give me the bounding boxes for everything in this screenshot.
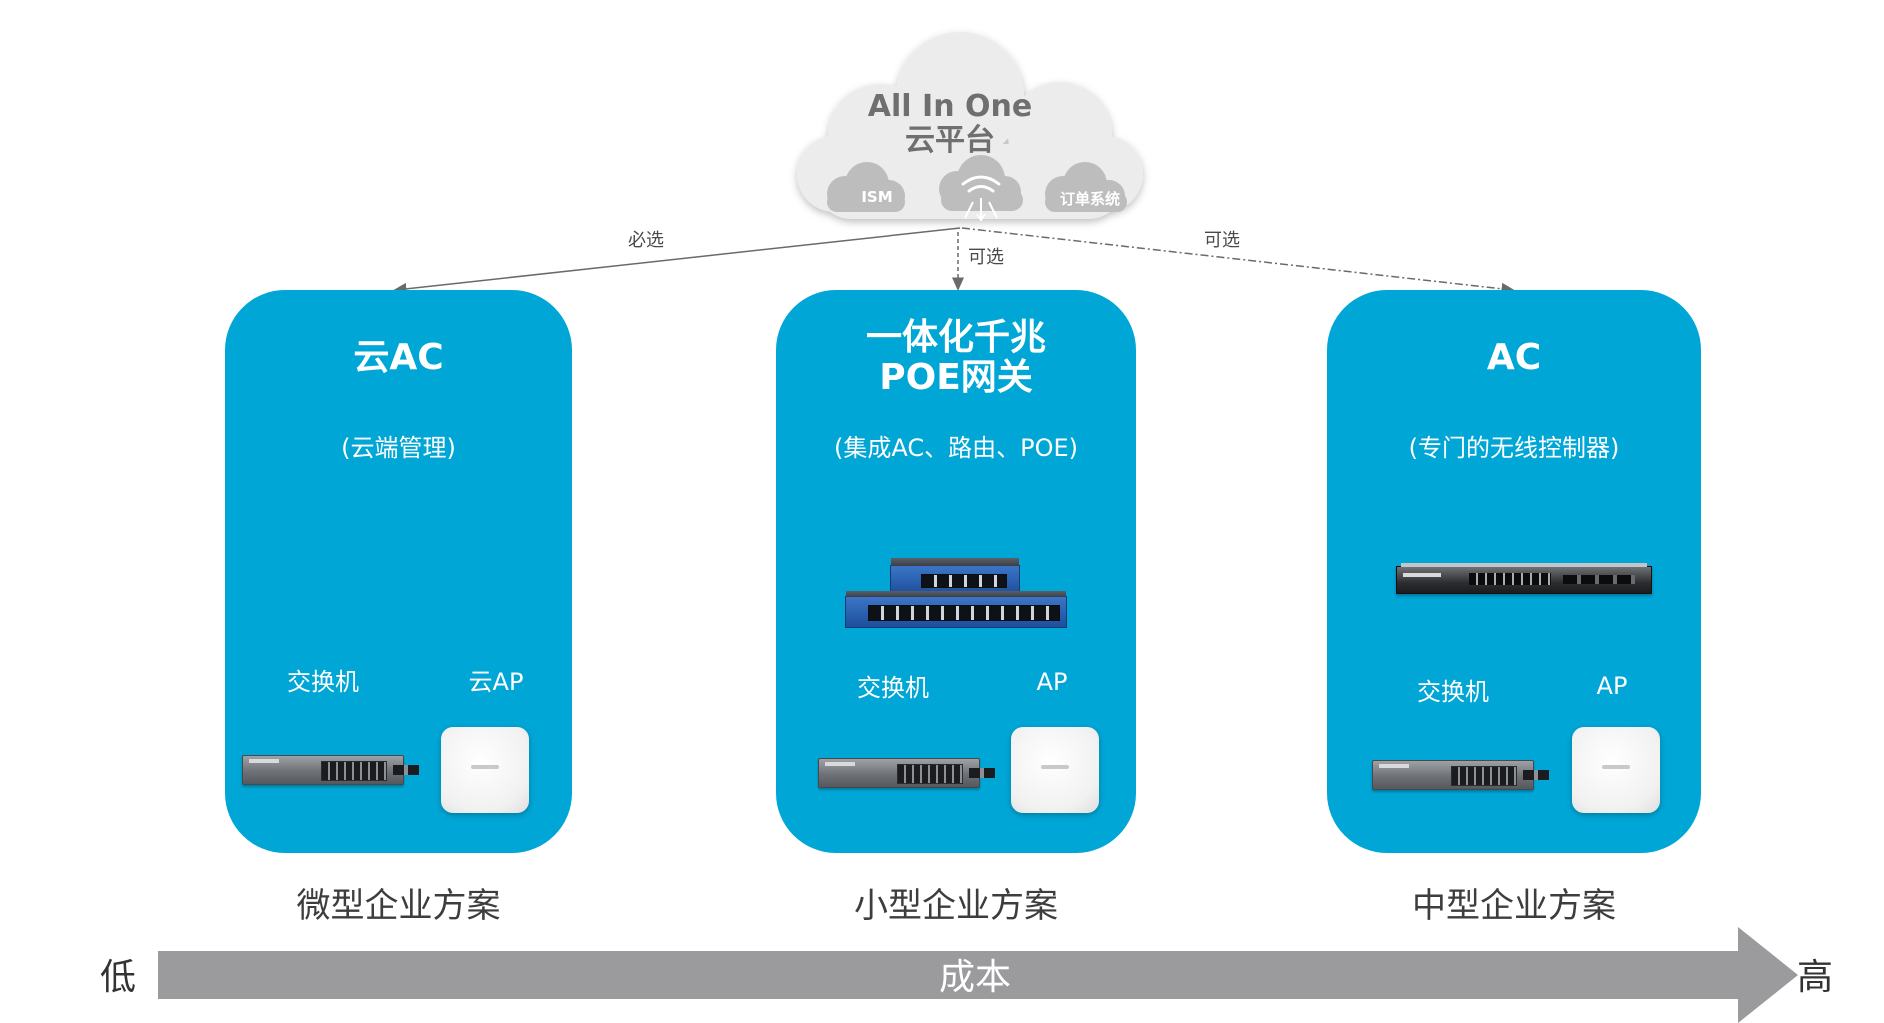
- card-poe-gateway-switch-label: 交换机: [857, 674, 929, 702]
- access-point-device: [1011, 727, 1099, 813]
- card-poe-gateway-title-line2: POE网关: [879, 357, 1033, 398]
- card-poe-gateway-title-line1: 一体化千兆: [865, 317, 1046, 358]
- cost-label: 成本: [938, 957, 1011, 998]
- connector-label-optional-right: 可选: [1204, 230, 1240, 251]
- card-cloud-ac-switch-label: 交换机: [287, 668, 359, 696]
- card-cloud-ac-subtitle: (云端管理): [341, 434, 456, 462]
- caption-medium: 中型企业方案: [1412, 886, 1616, 926]
- poe-gateway-top-unit: [890, 558, 1020, 595]
- card-poe-gateway-ap-label: AP: [1036, 668, 1068, 696]
- poe-gateway-bottom-unit: [845, 591, 1067, 628]
- switch-device: [818, 758, 995, 788]
- card-poe-gateway-subtitle: (集成AC、路由、POE): [833, 434, 1078, 462]
- wifi-cloud-icon: [939, 155, 1023, 222]
- card-ac-ap-label: AP: [1596, 672, 1628, 700]
- connector-label-optional-center: 可选: [968, 247, 1004, 268]
- cost-arrow: [158, 927, 1798, 1023]
- access-point-device: [441, 727, 529, 813]
- card-cloud-ac-title: 云AC: [353, 337, 444, 378]
- switch-device: [242, 755, 419, 785]
- card-ac-switch-label: 交换机: [1417, 678, 1489, 706]
- connector-required: [393, 227, 961, 295]
- ac-controller-device: [1396, 563, 1652, 594]
- caption-micro: 微型企业方案: [296, 886, 501, 926]
- cloud-subtitle: 云平台: [905, 123, 995, 158]
- cloud-platform: [797, 32, 1143, 222]
- connector-optional-right: [961, 227, 1515, 295]
- caption-small: 小型企业方案: [854, 886, 1058, 926]
- cost-low-label: 低: [100, 957, 137, 998]
- cloud-title: All In One: [867, 89, 1033, 124]
- connector-label-required: 必选: [628, 230, 664, 251]
- cost-high-label: 高: [1797, 957, 1834, 998]
- card-cloud-ac-ap-label: 云AP: [468, 668, 524, 696]
- cloud-order-label: 订单系统: [1059, 190, 1120, 208]
- card-ac-subtitle: (专门的无线控制器): [1408, 434, 1620, 462]
- card-ac-title: AC: [1486, 337, 1542, 378]
- cloud-ism-label: ISM: [861, 188, 893, 206]
- access-point-device: [1572, 727, 1660, 813]
- switch-device: [1372, 760, 1549, 790]
